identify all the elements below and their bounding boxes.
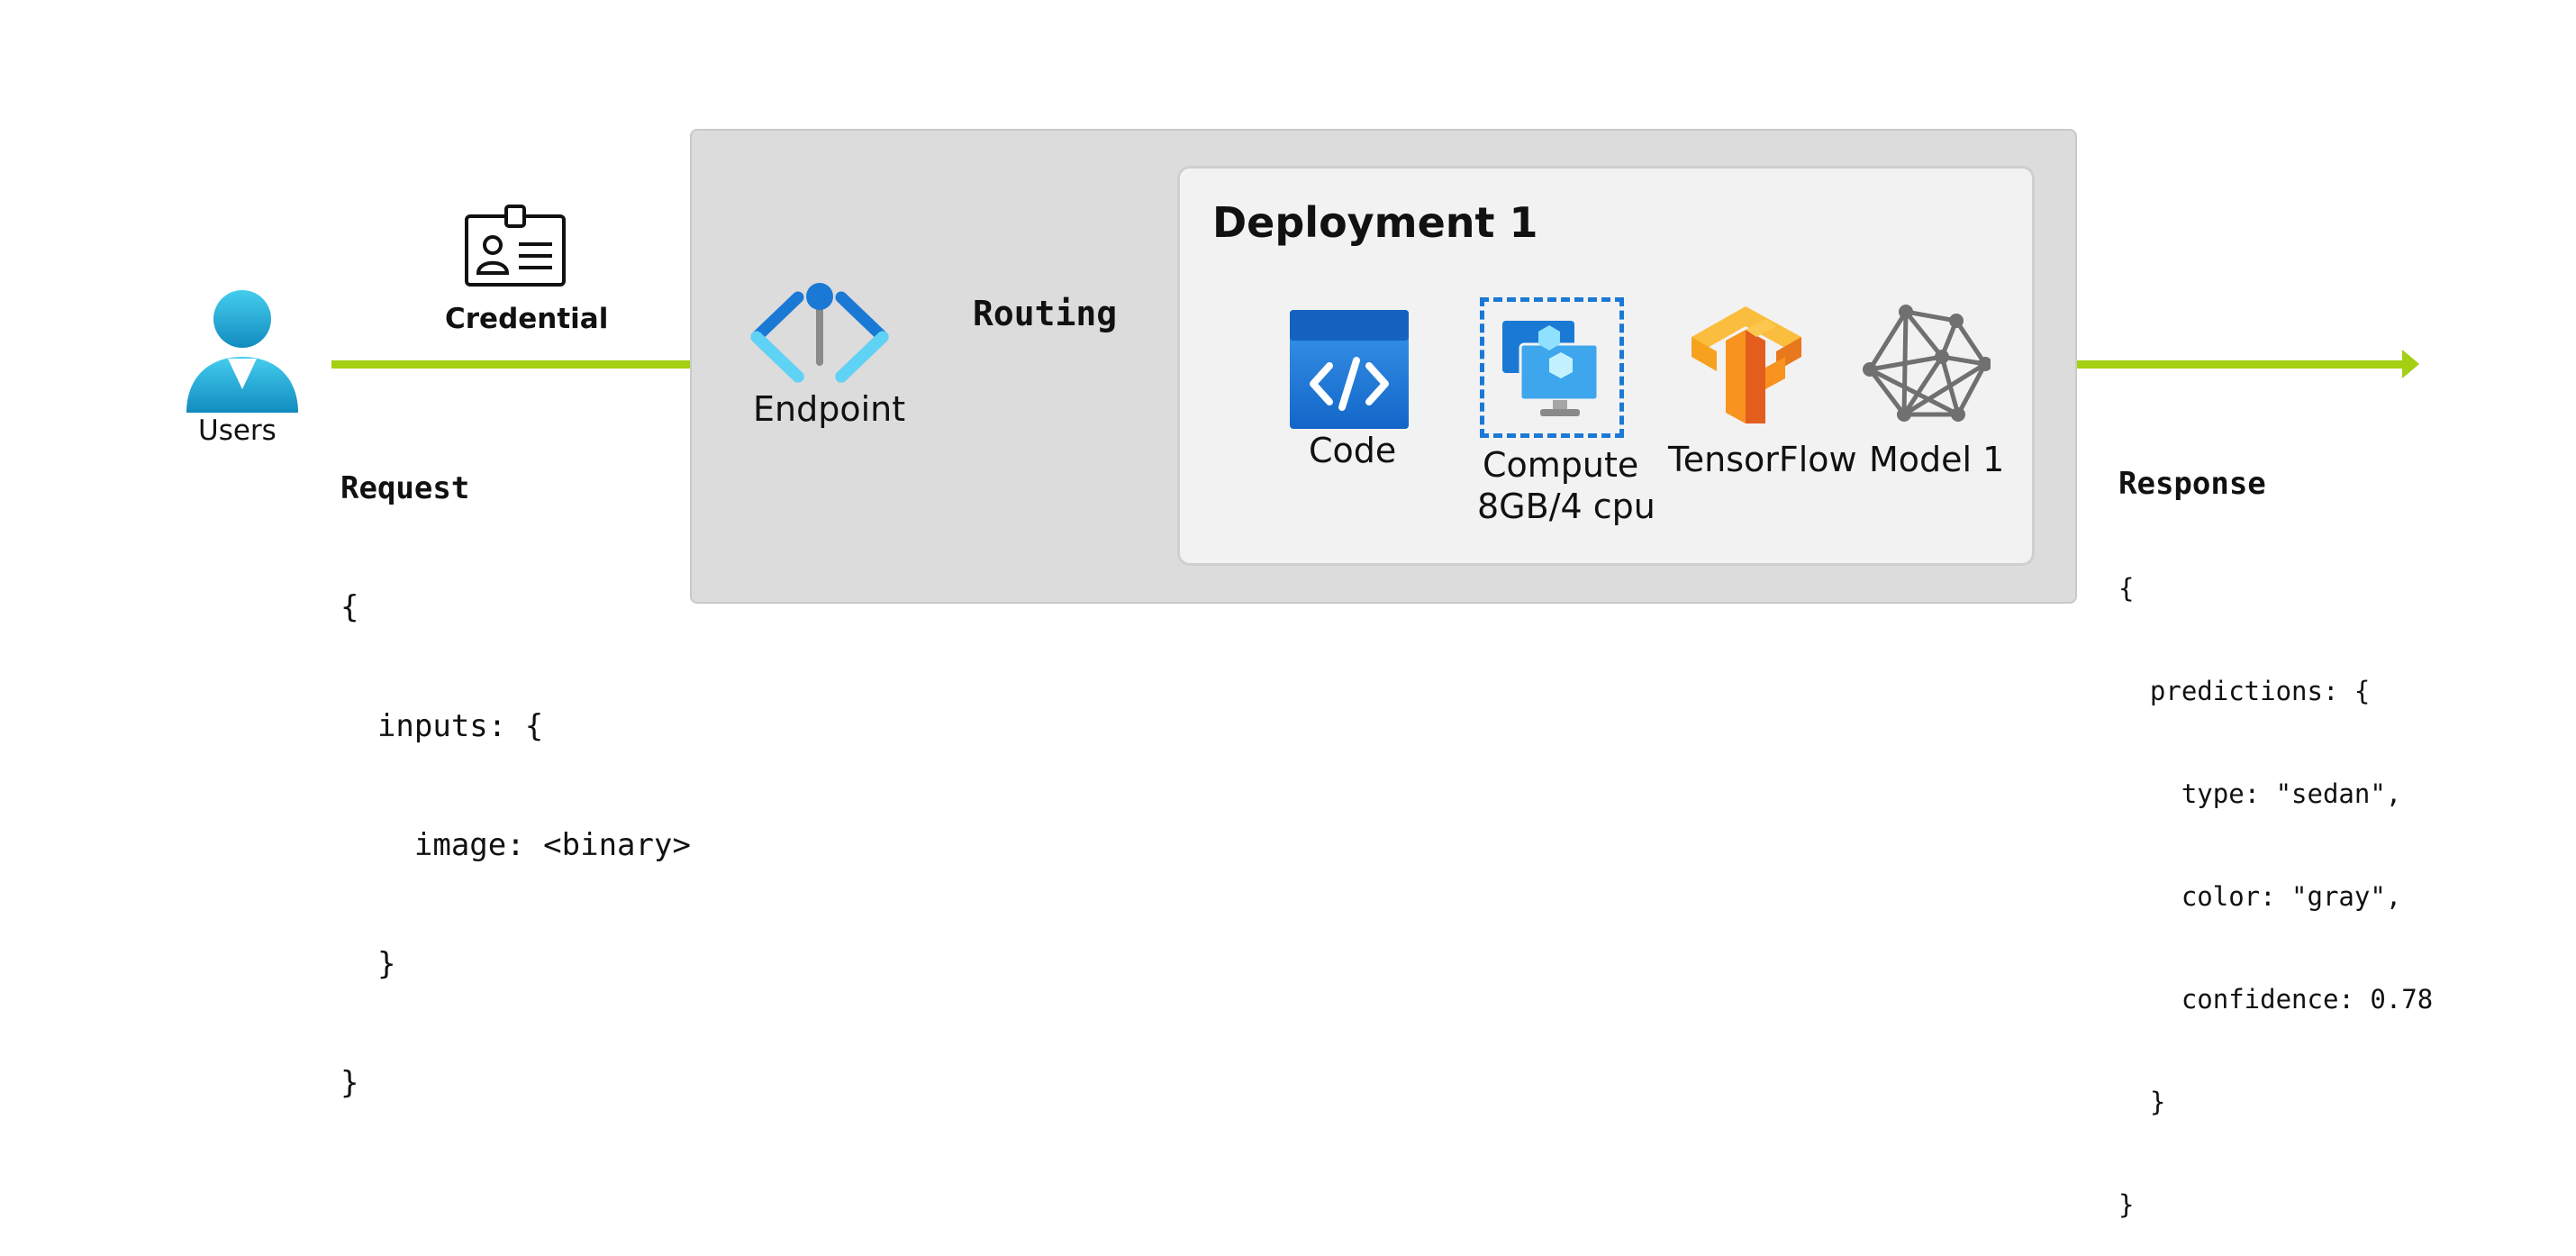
code-icon (1290, 310, 1409, 429)
response-line: } (2118, 1189, 2135, 1220)
user-icon (186, 290, 298, 413)
response-line: } (2118, 1087, 2166, 1117)
compute-selection-box (1480, 297, 1624, 438)
response-arrow-head (2402, 350, 2419, 378)
code-label: Code (1309, 431, 1397, 470)
response-heading: Response (2118, 466, 2266, 502)
request-arrow-shaft (331, 360, 719, 369)
response-line: color: "gray", (2118, 881, 2402, 912)
response-line: { (2118, 573, 2135, 604)
request-line: } (340, 1065, 359, 1101)
request-line: } (340, 946, 396, 982)
response-block: Response { predictions: { type: "sedan",… (2118, 396, 2433, 1256)
tensorflow-label: TensorFlow (1668, 440, 1857, 479)
endpoint-icon (750, 283, 889, 383)
model-label: Model 1 (1869, 440, 2005, 479)
response-line: confidence: 0.78 (2118, 984, 2434, 1015)
request-line: image: <binary> (340, 827, 691, 863)
compute-icon (1502, 321, 1600, 416)
tensorflow-icon (1692, 306, 1801, 423)
credential-label: Credential (445, 303, 609, 335)
endpoint-label: Endpoint (753, 389, 906, 429)
model-icon (1863, 305, 1991, 422)
response-line: predictions: { (2118, 676, 2371, 706)
response-arrow-shaft (2035, 360, 2404, 369)
response-line: type: "sedan", (2118, 778, 2402, 809)
request-heading: Request (340, 470, 470, 506)
compute-label: Compute (1483, 445, 1639, 485)
request-line: { (340, 589, 359, 625)
request-line: inputs: { (340, 708, 544, 744)
compute-spec-label: 8GB/4 cpu (1477, 487, 1655, 526)
id-card-icon (465, 205, 566, 287)
request-block: Request { inputs: { image: <binary> } } (340, 389, 691, 1142)
deployment-title: Deployment 1 (1212, 198, 1538, 247)
routing-label: Routing (973, 294, 1118, 333)
users-label: Users (198, 414, 277, 447)
